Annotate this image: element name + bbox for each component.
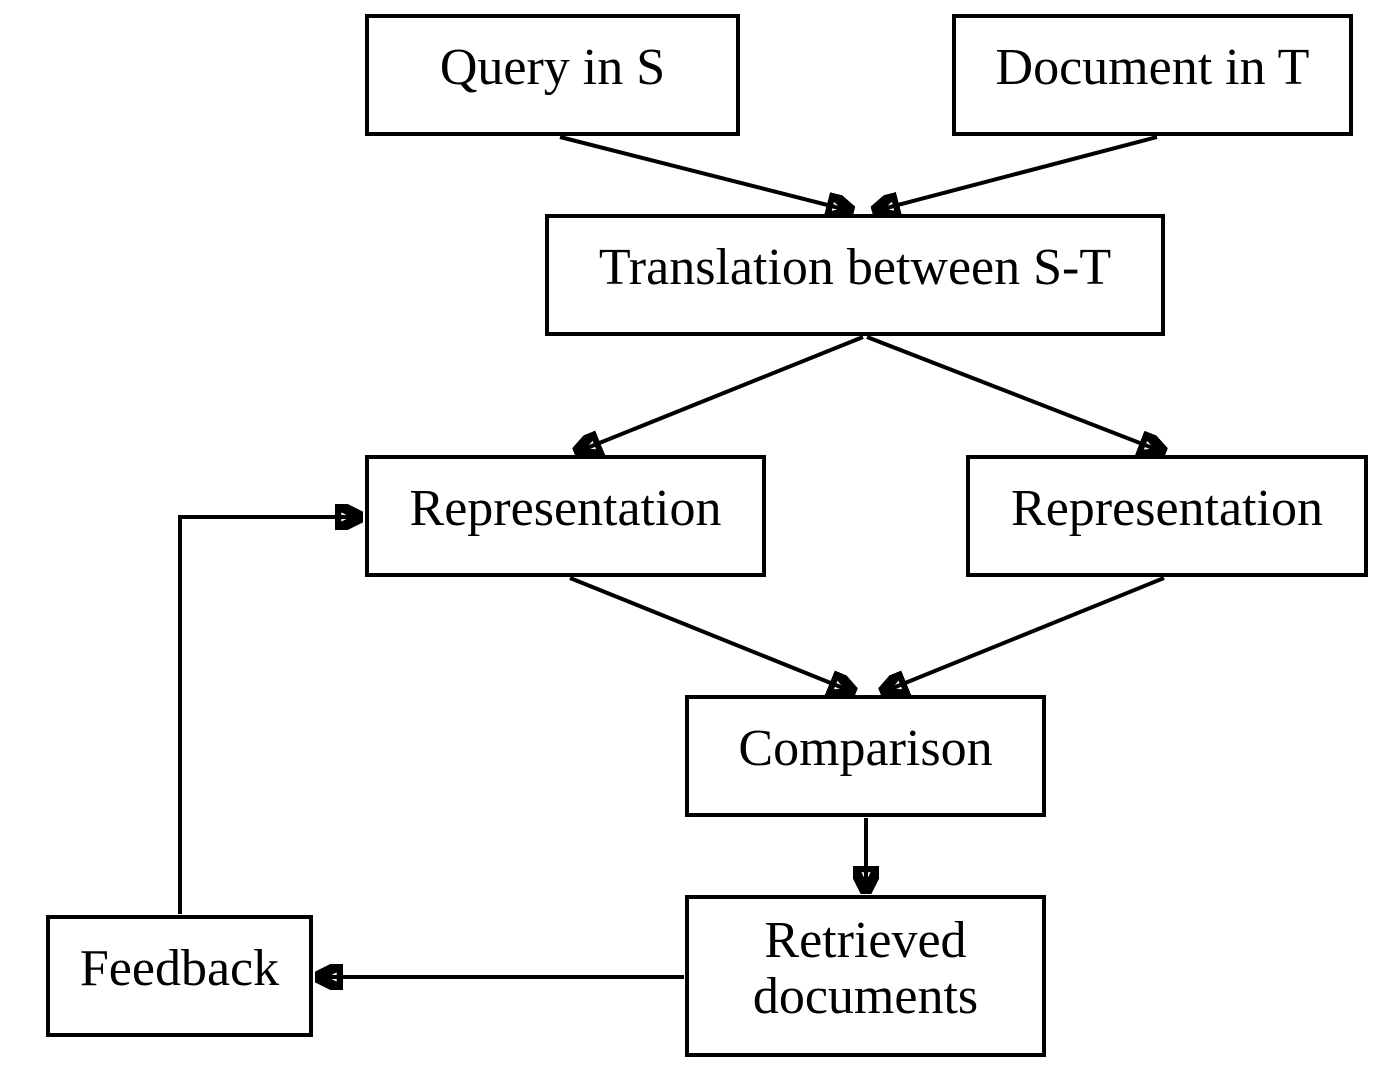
arrow-translation-to-representation-left bbox=[577, 335, 864, 452]
node-comparison-label: Comparison bbox=[738, 719, 993, 777]
node-comparison: Comparison bbox=[685, 695, 1046, 817]
node-translation-between-s-t-label: Translation between S-T bbox=[598, 238, 1112, 296]
node-retrieved-documents-label: Retrieved documents bbox=[752, 911, 979, 1025]
arrow-feedback-to-representation-left bbox=[178, 517, 360, 914]
node-query-in-s-label: Query in S bbox=[439, 38, 666, 96]
node-representation-right: Representation bbox=[966, 455, 1368, 577]
node-translation-between-s-t: Translation between S-T bbox=[545, 214, 1165, 336]
node-feedback-label: Feedback bbox=[79, 939, 280, 997]
node-representation-right-label: Representation bbox=[1011, 479, 1323, 537]
arrow-representation-right-to-comparison bbox=[883, 576, 1165, 692]
node-representation-left: Representation bbox=[365, 455, 766, 577]
node-query-in-s: Query in S bbox=[365, 14, 740, 136]
node-retrieved-documents: Retrieved documents bbox=[685, 895, 1046, 1057]
node-representation-left-label: Representation bbox=[409, 479, 722, 537]
arrow-representation-left-to-comparison bbox=[569, 576, 853, 692]
arrow-query-to-translation bbox=[559, 135, 851, 211]
node-document-in-t-label: Document in T bbox=[995, 38, 1310, 96]
arrow-translation-to-representation-right bbox=[866, 335, 1163, 452]
node-feedback: Feedback bbox=[46, 915, 313, 1037]
arrow-document-to-translation bbox=[875, 135, 1158, 211]
node-document-in-t: Document in T bbox=[952, 14, 1353, 136]
